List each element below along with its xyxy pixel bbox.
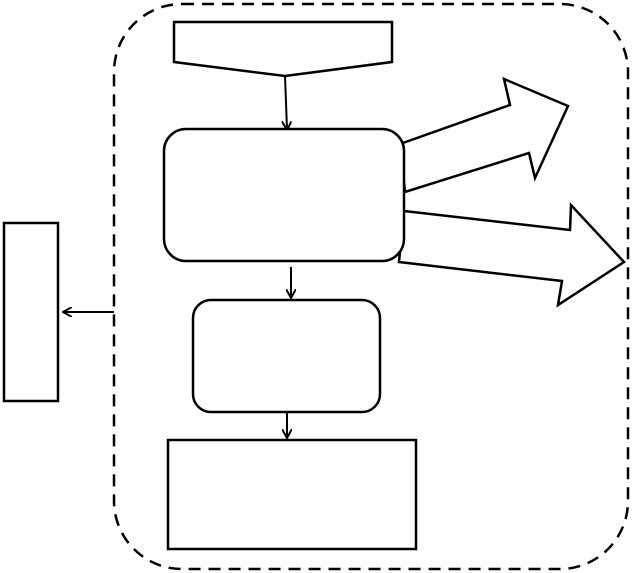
external-rectangle — [2, 221, 60, 403]
system-boundary — [112, 2, 630, 571]
connector-input-to-process — [285, 75, 287, 129]
output-rectangle — [166, 438, 418, 551]
output-arrow-lower — [397, 201, 626, 308]
process-large — [162, 127, 406, 263]
input-trapezoid — [172, 20, 394, 78]
process-small — [191, 298, 382, 414]
output-arrow-upper — [398, 76, 570, 194]
